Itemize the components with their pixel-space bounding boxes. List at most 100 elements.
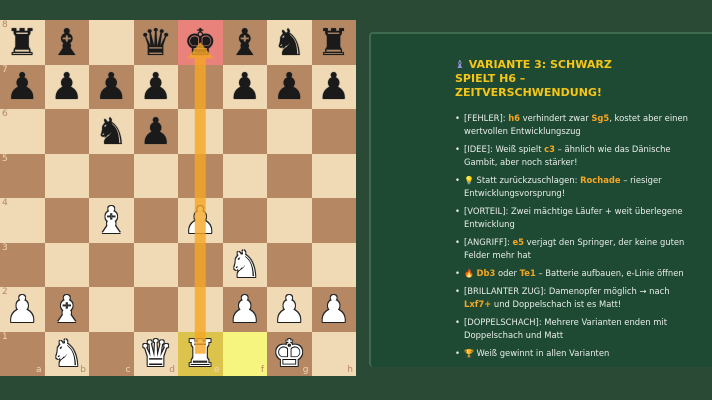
square-c2[interactable] [89, 287, 134, 332]
square-c6[interactable]: ♞ [89, 109, 134, 154]
square-a3[interactable]: 3 [0, 242, 45, 287]
square-f1[interactable]: f [222, 331, 267, 376]
square-e3[interactable] [178, 242, 223, 287]
square-g2[interactable]: ♟ [267, 287, 312, 332]
tip-item: •[FEHLER]: h6 verhindert zwar Sg5, koste… [455, 112, 692, 138]
square-f4[interactable] [222, 198, 267, 243]
square-a8[interactable]: 8♜ [0, 20, 45, 65]
square-a6[interactable]: 6 [0, 109, 45, 154]
square-e8[interactable]: ♚ [178, 20, 223, 65]
square-c1[interactable]: c [89, 331, 134, 376]
square-d8[interactable]: ♛ [133, 20, 178, 65]
square-c7[interactable]: ♟ [89, 64, 134, 109]
piece-f2[interactable]: ♟ [228, 287, 262, 331]
square-e6[interactable] [178, 109, 223, 154]
square-f3[interactable]: ♞ [222, 242, 267, 287]
piece-c4[interactable]: ♝ [94, 198, 128, 242]
square-h7[interactable]: ♟ [311, 64, 356, 109]
square-f6[interactable] [222, 109, 267, 154]
square-h4[interactable] [311, 198, 356, 243]
square-c4[interactable]: ♝ [89, 198, 134, 243]
piece-d8[interactable]: ♛ [139, 20, 173, 64]
piece-c6[interactable]: ♞ [94, 109, 128, 153]
tip-text: [DOPPELSCHACH]: Mehrere Varianten enden … [464, 317, 667, 340]
square-b7[interactable]: ♟ [44, 64, 89, 109]
square-h5[interactable] [311, 153, 356, 198]
square-d3[interactable] [133, 242, 178, 287]
piece-a2[interactable]: ♟ [5, 287, 39, 331]
square-b3[interactable] [44, 242, 89, 287]
piece-f7[interactable]: ♟ [228, 65, 262, 109]
square-e5[interactable] [178, 153, 223, 198]
square-h1[interactable]: h [311, 331, 356, 376]
piece-b2[interactable]: ♝ [50, 287, 84, 331]
piece-d6[interactable]: ♟ [139, 109, 173, 153]
square-e1[interactable]: e♜ [178, 331, 223, 376]
square-h3[interactable] [311, 242, 356, 287]
piece-f3[interactable]: ♞ [228, 243, 262, 287]
piece-g8[interactable]: ♞ [272, 20, 306, 64]
piece-h2[interactable]: ♟ [317, 287, 351, 331]
square-d2[interactable] [133, 287, 178, 332]
square-e4[interactable]: ♟ [178, 198, 223, 243]
square-d7[interactable]: ♟ [133, 64, 178, 109]
square-e2[interactable] [178, 287, 223, 332]
tip-text: – riesiger Entwicklungsvorsprung! [464, 175, 662, 198]
piece-e8[interactable]: ♚ [183, 20, 217, 64]
piece-e4[interactable]: ♟ [183, 198, 217, 242]
piece-b7[interactable]: ♟ [50, 65, 84, 109]
square-g7[interactable]: ♟ [267, 64, 312, 109]
piece-h8[interactable]: ♜ [317, 20, 351, 64]
square-e7[interactable] [178, 64, 223, 109]
piece-f8[interactable]: ♝ [228, 20, 262, 64]
square-b8[interactable]: ♝ [44, 20, 89, 65]
square-d6[interactable]: ♟ [133, 109, 178, 154]
square-a2[interactable]: 2♟ [0, 287, 45, 332]
piece-b8[interactable]: ♝ [50, 20, 84, 64]
file-label-g: g [302, 365, 309, 375]
square-a5[interactable]: 5 [0, 153, 45, 198]
square-g4[interactable] [267, 198, 312, 243]
square-f2[interactable]: ♟ [222, 287, 267, 332]
square-f8[interactable]: ♝ [222, 20, 267, 65]
piece-a7[interactable]: ♟ [5, 65, 39, 109]
square-h8[interactable]: ♜ [311, 20, 356, 65]
piece-b1[interactable]: ♞ [50, 332, 84, 376]
square-b1[interactable]: b♞ [44, 331, 89, 376]
piece-d1[interactable]: ♛ [139, 332, 173, 376]
piece-h7[interactable]: ♟ [317, 65, 351, 109]
square-g6[interactable] [267, 109, 312, 154]
square-h6[interactable] [311, 109, 356, 154]
square-g1[interactable]: g♚ [267, 331, 312, 376]
explanation-panel: ♝ VARIANTE 3: SCHWARZ SPIELT H6 – ZEITVE… [369, 32, 712, 367]
square-g3[interactable] [267, 242, 312, 287]
piece-e1[interactable]: ♜ [183, 332, 217, 376]
square-g8[interactable]: ♞ [267, 20, 312, 65]
piece-d7[interactable]: ♟ [139, 65, 173, 109]
square-a7[interactable]: 7♟ [0, 64, 45, 109]
emoji-icon: 🔥 [464, 269, 477, 278]
square-f5[interactable] [222, 153, 267, 198]
square-c8[interactable] [89, 20, 134, 65]
square-b2[interactable]: ♝ [44, 287, 89, 332]
piece-g7[interactable]: ♟ [272, 65, 306, 109]
square-c5[interactable] [89, 153, 134, 198]
square-d5[interactable] [133, 153, 178, 198]
square-h2[interactable]: ♟ [311, 287, 356, 332]
piece-a8[interactable]: ♜ [5, 20, 39, 64]
square-c3[interactable] [89, 242, 134, 287]
square-f7[interactable]: ♟ [222, 64, 267, 109]
square-b6[interactable] [44, 109, 89, 154]
square-b4[interactable] [44, 198, 89, 243]
square-a4[interactable]: 4 [0, 198, 45, 243]
square-d1[interactable]: d♛ [133, 331, 178, 376]
square-d4[interactable] [133, 198, 178, 243]
emoji-icon: 🏆 [464, 349, 477, 358]
square-b5[interactable] [44, 153, 89, 198]
piece-g2[interactable]: ♟ [272, 287, 306, 331]
piece-c7[interactable]: ♟ [94, 65, 128, 109]
piece-g1[interactable]: ♚ [272, 332, 306, 376]
square-g5[interactable] [267, 153, 312, 198]
